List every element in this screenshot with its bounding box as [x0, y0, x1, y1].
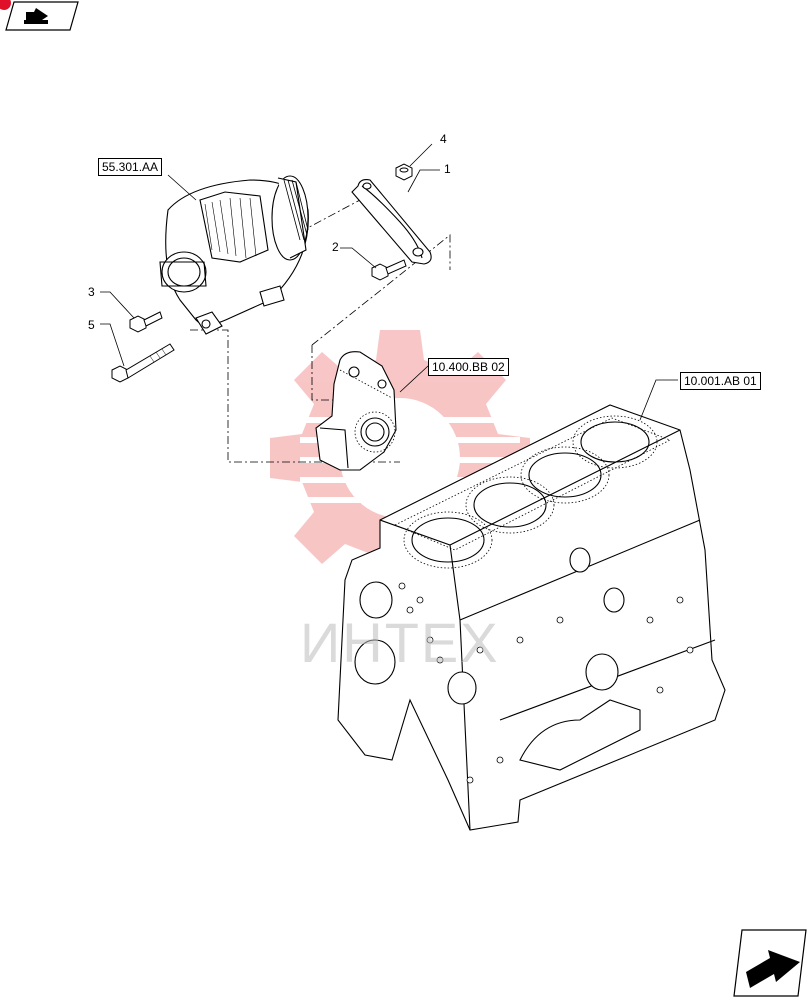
ref-alternator[interactable]: 55.301.AA	[98, 158, 163, 176]
plate-bolt	[371, 259, 407, 281]
leader-lines	[100, 143, 678, 421]
callout-2: 2	[332, 240, 339, 254]
book-arrow-icon[interactable]	[0, 0, 79, 31]
next-page-arrow-icon[interactable]	[733, 929, 807, 997]
watermark-text: ИНТЕХ	[300, 611, 500, 674]
ref-bracket[interactable]: 10.400.BB 02	[428, 358, 509, 376]
engine-block	[337, 404, 726, 831]
mounting-bracket	[315, 351, 397, 471]
short-bolt	[129, 311, 163, 333]
callout-1: 1	[444, 162, 451, 176]
callout-3: 3	[88, 285, 95, 299]
nut	[395, 163, 413, 181]
belt-tension-plate	[351, 179, 432, 265]
alternator	[159, 175, 309, 335]
callout-5: 5	[88, 318, 95, 332]
ref-engine-block[interactable]: 10.001.AB 01	[680, 372, 761, 390]
callout-4: 4	[440, 132, 447, 146]
long-bolt	[111, 343, 175, 383]
